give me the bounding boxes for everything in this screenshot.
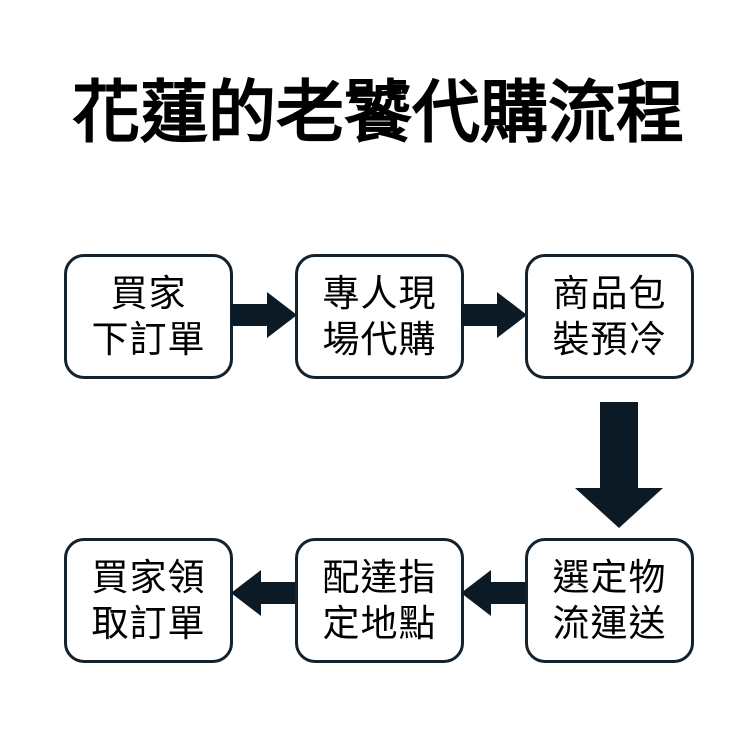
flow-node-line-1: 買家 (110, 272, 187, 314)
flow-node-select-logistics-shipping[interactable]: 選定物 流運送 (525, 538, 694, 663)
flow-node-packaging-precooling[interactable]: 商品包 裝預冷 (525, 254, 694, 379)
flow-node-line-2: 流運送 (552, 602, 667, 644)
arrow-left-icon-1 (461, 570, 527, 616)
arrow-left-icon-2 (231, 570, 297, 616)
flow-node-line-2: 取訂單 (91, 602, 206, 644)
flow-node-line-1: 商品包 (552, 272, 667, 314)
flow-node-line-1: 專人現 (322, 272, 437, 314)
flow-node-buyer-picks-up-order[interactable]: 買家領 取訂單 (64, 538, 233, 663)
flow-node-line-2: 場代購 (322, 318, 437, 360)
flow-node-line-2: 定地點 (322, 602, 437, 644)
arrow-down-icon (575, 402, 663, 528)
flow-node-deliver-to-location[interactable]: 配達指 定地點 (295, 538, 464, 663)
arrow-right-icon-2 (461, 292, 527, 338)
flow-node-line-1: 買家領 (91, 556, 206, 598)
flow-node-line-1: 選定物 (552, 556, 667, 598)
flow-node-onsite-personal-shopper[interactable]: 專人現 場代購 (295, 254, 464, 379)
flow-node-line-2: 裝預冷 (552, 318, 667, 360)
flow-node-line-2: 下訂單 (91, 318, 206, 360)
page-title: 花蓮的老饕代購流程 (71, 75, 684, 151)
arrow-right-icon-1 (231, 292, 297, 338)
flow-node-line-1: 配達指 (322, 556, 437, 598)
flow-node-buyer-places-order[interactable]: 買家 下訂單 (64, 254, 233, 379)
